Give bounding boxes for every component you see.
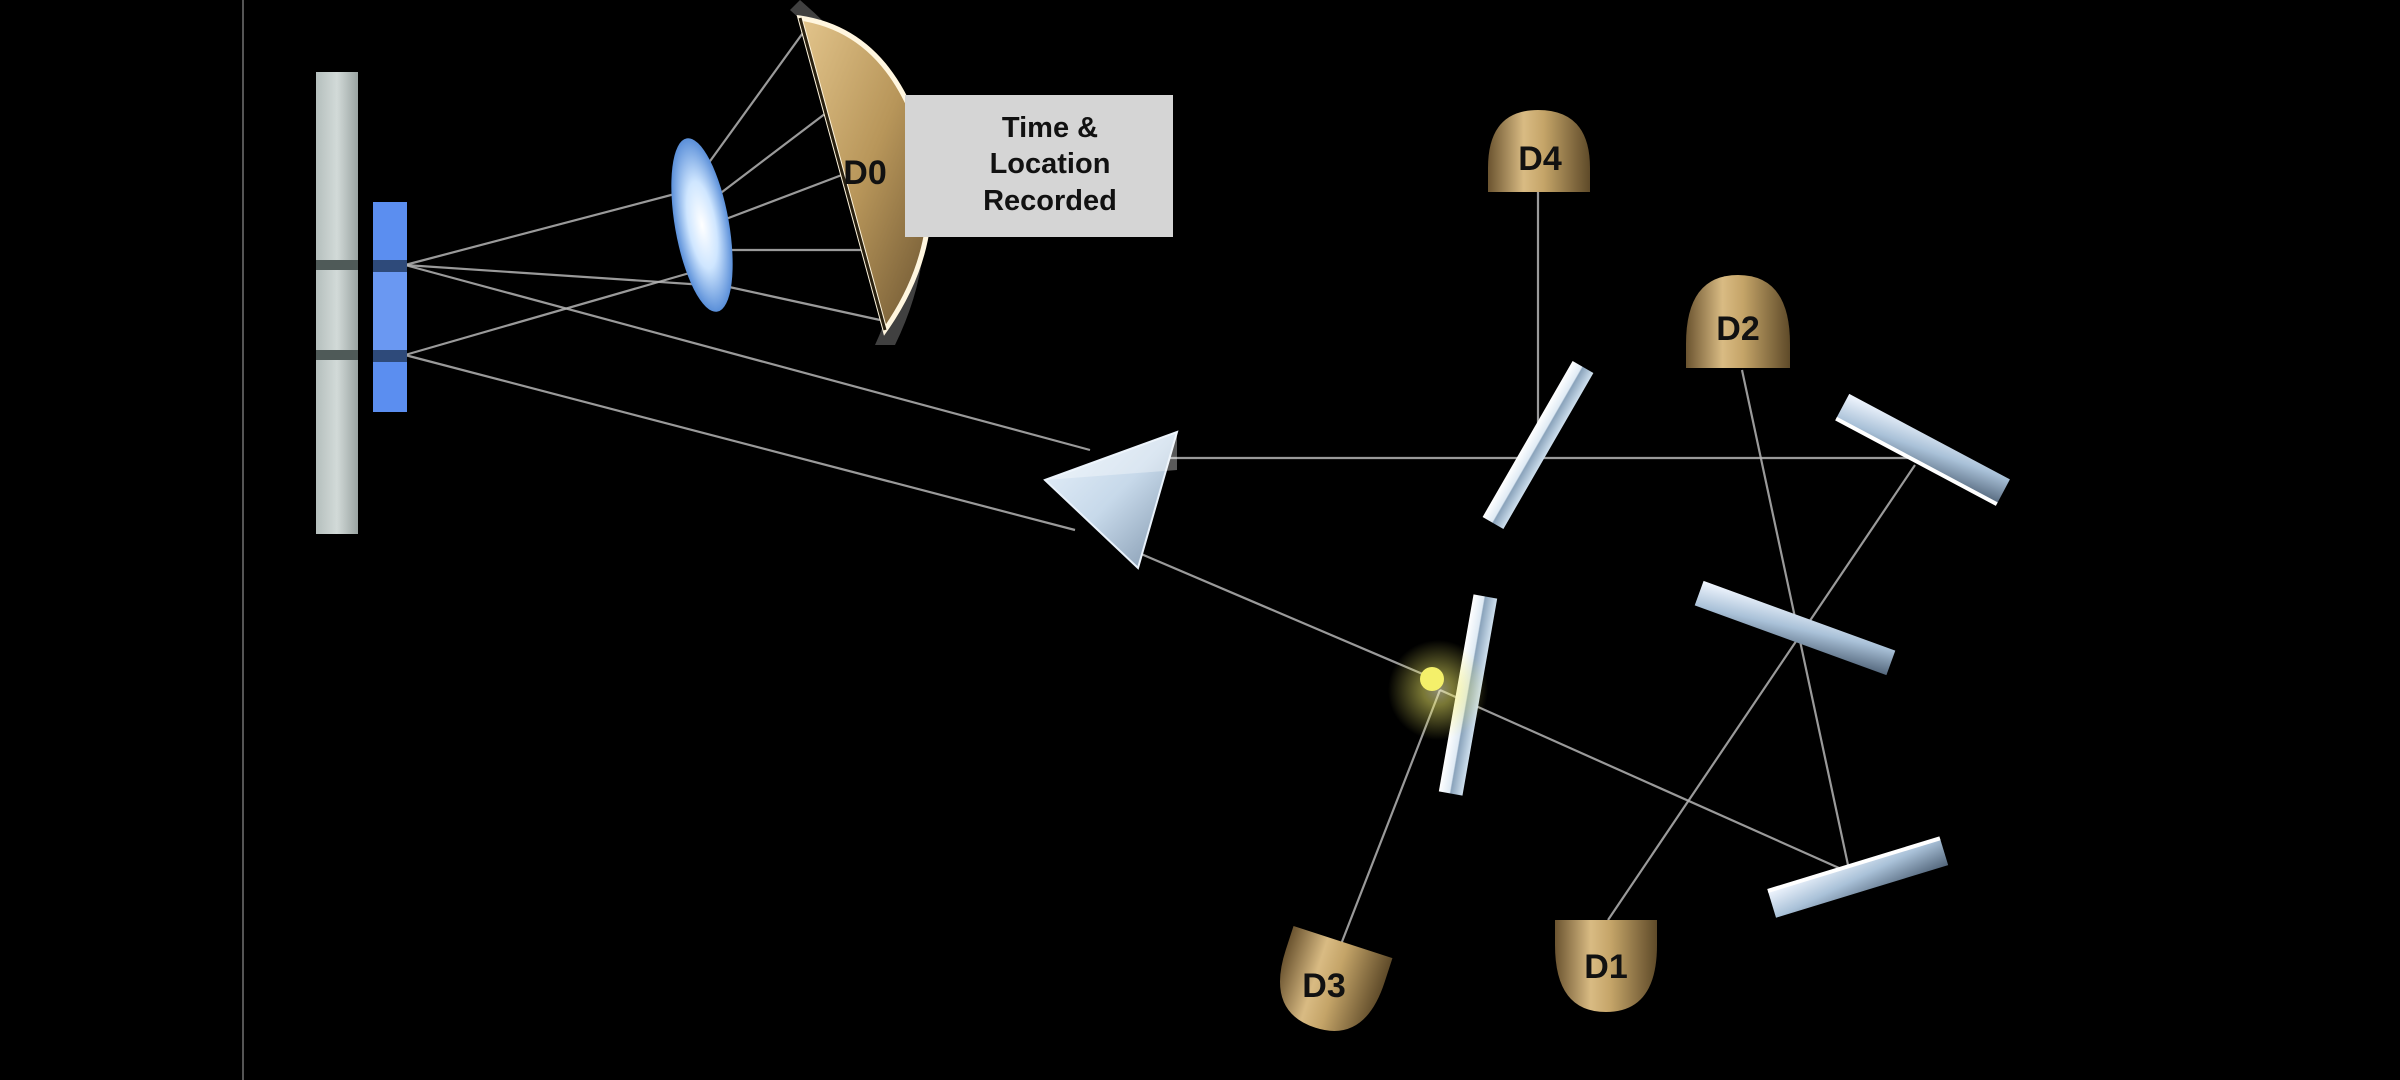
beam-lens-to-d0-3 [709,168,856,227]
screen-slit-mark-upper [316,260,358,270]
note-box [905,95,1173,237]
mirror-lower-right-edge [1767,836,1941,893]
beam-slit-lower-to-lens [404,268,701,357]
slit-lower [373,350,407,362]
note-line-1: Time & [1002,112,1098,144]
beam-splitter-central-body [1694,580,1896,676]
slit-plate-bottom [373,362,407,412]
beam-lens-to-d0-1 [699,29,806,176]
prism-shade [1045,432,1177,480]
note-line-3: Recorded [983,185,1117,217]
beam-lens-to-d0-2 [704,109,831,206]
d3-body [1280,925,1393,1031]
d2-body [1686,275,1790,368]
time-location-note: Time & Location Recorded [905,95,1173,237]
mirror-upper-right-edge [1835,416,1998,506]
beam-splitter-upper-body [1482,361,1594,529]
beam-upper-mirror-to-d1 [1607,464,1916,921]
beam-slit-upper-to-prism [404,263,1091,452]
slit-upper [373,260,407,272]
mirror-upper-right [1835,393,2010,506]
d2-label: D2 [1716,310,1759,348]
d0-label: D0 [843,154,886,192]
detector-d4: D4 [1488,110,1590,192]
beam-prism-to-photon [1119,543,1433,680]
mirror-lower-right [1767,836,1949,918]
slit-plate-middle [373,272,407,350]
lens [671,138,733,312]
beam-slit-upper-to-lens [404,188,691,267]
beam-slit-lower-to-prism [404,353,1076,532]
beam-lens-to-d0-5 [719,283,881,322]
slit-plate-top [373,202,407,260]
d1-label: D1 [1584,948,1627,986]
note-line-2: Location [990,148,1111,180]
detector-d0: D0 [790,0,933,345]
mirror-upper-right-body [1836,393,2010,505]
detector-d3 [1280,925,1393,1031]
d4-body [1488,110,1590,192]
photon-halo [1388,640,1488,740]
detection-screen [316,72,358,534]
beam-photon-to-lower-mirror [1439,688,1849,874]
d3-label: D3 [1302,967,1345,1005]
prism-body [1043,430,1179,570]
beam-splitter-upper [1482,361,1594,529]
photon-dot [1420,667,1444,691]
screen-slit-mark-lower [316,350,358,360]
d0-rim [798,17,887,331]
detector-d2: D2 [1686,275,1790,368]
d4-label: D4 [1518,140,1562,178]
mirror-lower-right-body [1767,838,1949,918]
beam-splitter-central [1694,580,1896,676]
prism [1043,430,1179,570]
beam-slit-upper-to-lens-2 [404,263,706,287]
d1-body [1555,920,1657,1012]
double-slit [373,202,407,412]
detector-d1: D1 [1555,920,1657,1012]
photon [1388,640,1488,740]
